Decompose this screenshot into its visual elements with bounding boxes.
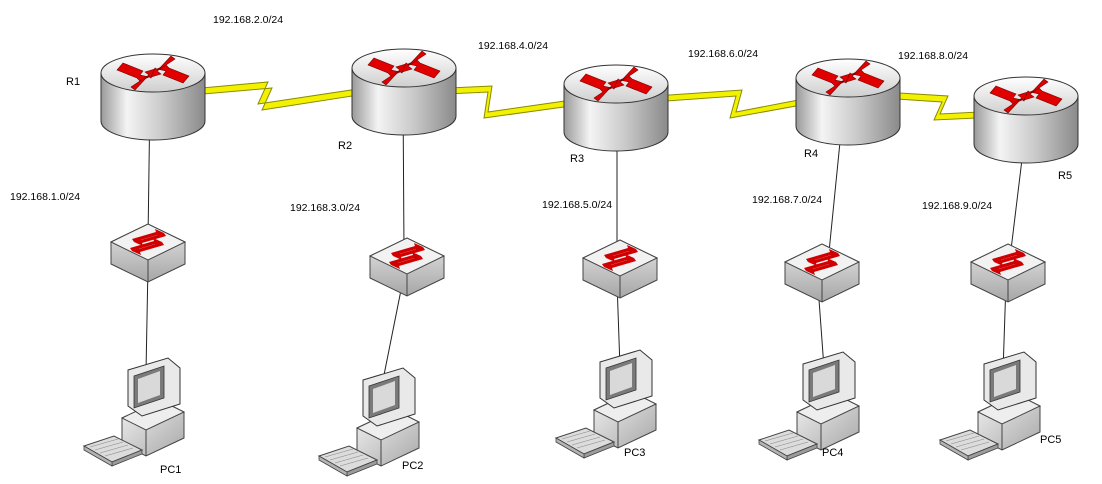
pc-label: PC2 <box>402 460 424 472</box>
pc-5[interactable] <box>939 351 1041 461</box>
lan-network-label: 192.168.9.0/24 <box>922 200 993 212</box>
router-r1[interactable] <box>100 53 206 141</box>
router-label: R5 <box>1058 170 1073 182</box>
cable-sw1-pc1 <box>145 264 149 373</box>
pc-label: PC3 <box>624 447 646 459</box>
wan-network-label: 192.168.4.0/24 <box>478 40 549 52</box>
router-r2[interactable] <box>351 48 457 136</box>
lan-network-label: 192.168.7.0/24 <box>752 194 823 206</box>
pc-1[interactable] <box>83 357 185 467</box>
router-label: R3 <box>570 153 585 165</box>
pc-label: PC4 <box>822 447 844 459</box>
lan-network-label: 192.168.1.0/24 <box>10 191 81 203</box>
switch-2[interactable] <box>369 237 445 297</box>
pc-4[interactable] <box>758 351 860 461</box>
router-label: R1 <box>66 76 81 88</box>
router-r4[interactable] <box>795 58 901 146</box>
pc-label: PC1 <box>160 464 182 476</box>
switch-5[interactable] <box>970 243 1046 303</box>
wan-network-label: 192.168.6.0/24 <box>688 48 759 60</box>
router-label: R2 <box>338 140 353 152</box>
cable-sw2-pc2 <box>381 274 405 386</box>
switch-3[interactable] <box>582 239 658 299</box>
wan-network-label: 192.168.8.0/24 <box>898 50 969 62</box>
switch-1[interactable] <box>110 223 186 283</box>
lan-network-label: 192.168.5.0/24 <box>542 199 613 211</box>
pc-label: PC5 <box>1040 434 1062 446</box>
router-label: R4 <box>804 148 819 160</box>
lan-network-label: 192.168.3.0/24 <box>290 202 361 214</box>
switch-4[interactable] <box>784 243 860 303</box>
serial-link-r1-r2 <box>179 81 379 111</box>
router-r5[interactable] <box>973 76 1079 164</box>
wan-network-label: 192.168.2.0/24 <box>213 14 284 26</box>
router-r3[interactable] <box>563 64 669 152</box>
pc-3[interactable] <box>555 349 657 459</box>
